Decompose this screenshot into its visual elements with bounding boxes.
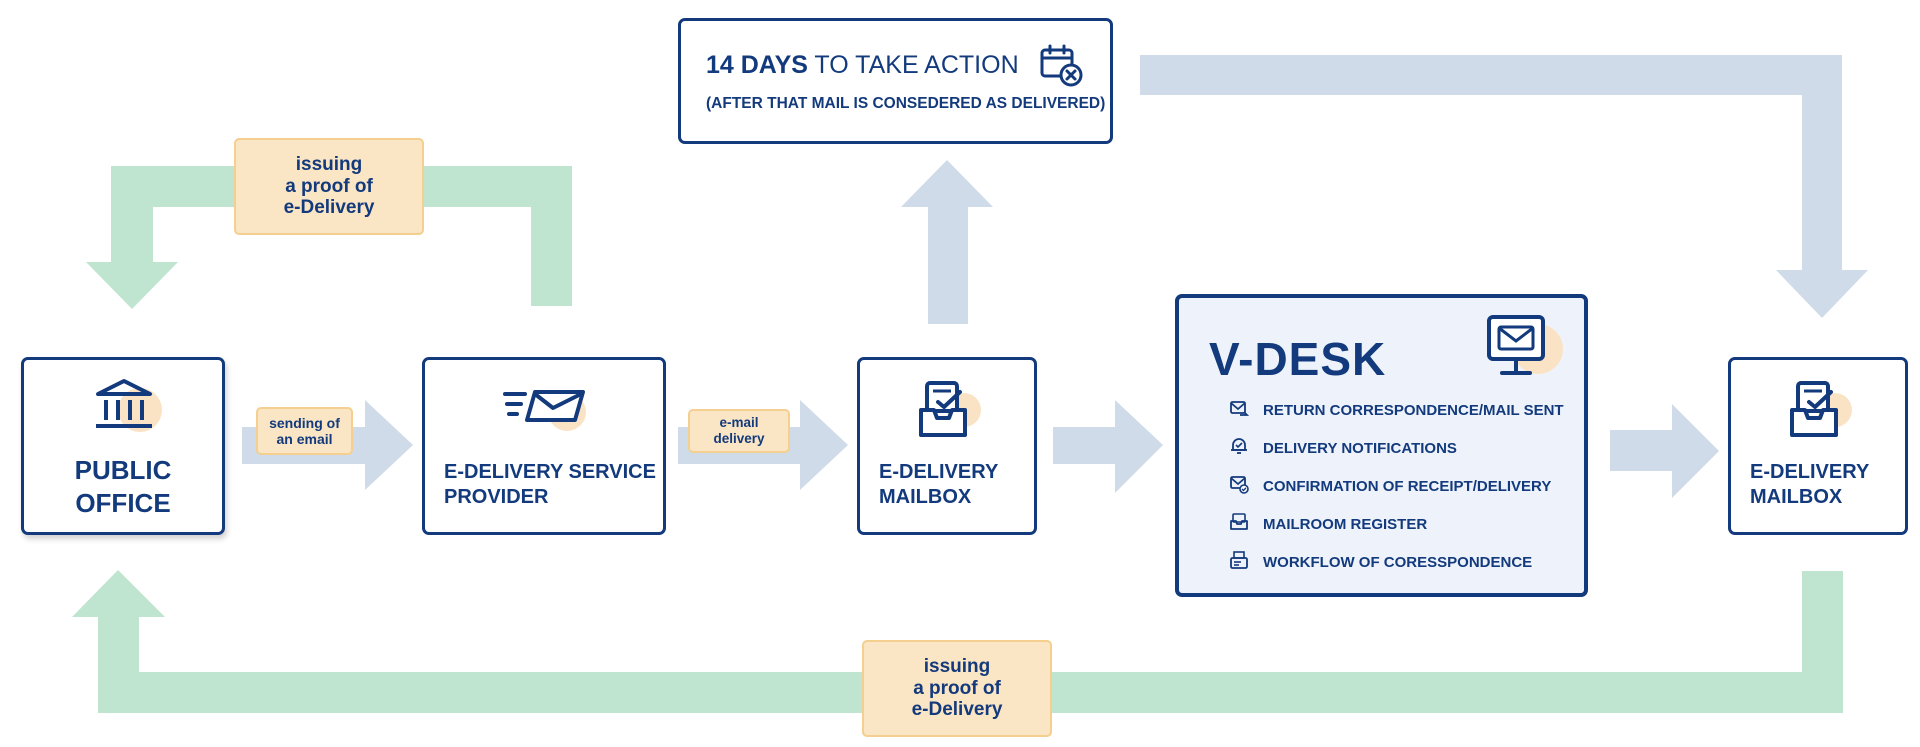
deadline-heading: 14 DAYS TO TAKE ACTION <box>706 51 1019 80</box>
arrow-proof-loop-bottom <box>72 570 1843 713</box>
deadline-note: (AFTER THAT MAIL IS CONSEDERED AS DELIVE… <box>706 95 1106 112</box>
tag-proof-top: issuing a proof of e-Delivery <box>234 138 424 235</box>
public-office-node: PUBLIC OFFICE <box>21 357 225 535</box>
vdesk-node: V-DESK RETURN CORRESPONDENCE/MAIL SENT <box>1175 294 1588 597</box>
mailbox-node-1: E-DELIVERY MAILBOX <box>857 357 1037 535</box>
calendar-x-icon <box>1039 43 1085 94</box>
send-mail-icon <box>503 388 593 441</box>
arrow-mailbox-up-to-deadline <box>901 160 993 324</box>
bell-check-icon <box>1229 436 1249 461</box>
register-tray-icon <box>1229 512 1249 537</box>
mailbox-tray-icon <box>918 380 982 447</box>
vdesk-item: CONFIRMATION OF RECEIPT/DELIVERY <box>1229 474 1551 499</box>
vdesk-item-label: WORKFLOW OF CORESSPONDENCE <box>1263 554 1533 571</box>
monitor-mail-icon <box>1484 313 1568 390</box>
mail-check-icon <box>1229 474 1249 499</box>
vdesk-item: RETURN CORRESPONDENCE/MAIL SENT <box>1229 398 1564 423</box>
vdesk-item: MAILROOM REGISTER <box>1229 512 1427 537</box>
vdesk-item-label: DELIVERY NOTIFICATIONS <box>1263 440 1457 457</box>
mailbox-tray-icon <box>1789 380 1853 447</box>
vdesk-item-label: MAILROOM REGISTER <box>1263 516 1428 533</box>
public-office-label: PUBLIC OFFICE <box>74 455 172 519</box>
vdesk-item-label: CONFIRMATION OF RECEIPT/DELIVERY <box>1263 478 1552 495</box>
arrow-proof-loop-top <box>86 166 572 309</box>
deadline-days: 14 DAYS <box>706 51 808 79</box>
deadline-box: 14 DAYS TO TAKE ACTION (AFTER THAT MAIL … <box>678 18 1113 144</box>
arrow-vdesk-to-mailbox <box>1610 404 1719 498</box>
provider-label: E-DELIVERY SERVICE PROVIDER <box>444 461 656 508</box>
vdesk-item: WORKFLOW OF CORESSPONDENCE <box>1229 550 1532 575</box>
tag-sending-email: sending of an email <box>256 407 353 455</box>
vdesk-title: V-DESK <box>1209 333 1387 385</box>
bank-icon <box>88 376 168 445</box>
workflow-printer-icon <box>1229 550 1249 575</box>
mailbox-2-label: E-DELIVERY MAILBOX <box>1750 461 1870 508</box>
provider-node: E-DELIVERY SERVICE PROVIDER <box>422 357 666 535</box>
arrow-deadline-to-mailbox2 <box>1140 55 1868 318</box>
mailbox-node-2: E-DELIVERY MAILBOX <box>1728 357 1908 535</box>
vdesk-item: DELIVERY NOTIFICATIONS <box>1229 436 1457 461</box>
mailbox-1-label: E-DELIVERY MAILBOX <box>879 461 999 508</box>
deadline-action: TO TAKE ACTION <box>807 51 1019 79</box>
vdesk-item-label: RETURN CORRESPONDENCE/MAIL SENT <box>1263 402 1564 419</box>
mail-return-icon <box>1229 398 1250 423</box>
tag-proof-bottom: issuing a proof of e-Delivery <box>862 640 1052 737</box>
arrow-mailbox-to-vdesk <box>1053 400 1163 493</box>
tag-email-delivery: e-mail delivery <box>688 409 790 453</box>
